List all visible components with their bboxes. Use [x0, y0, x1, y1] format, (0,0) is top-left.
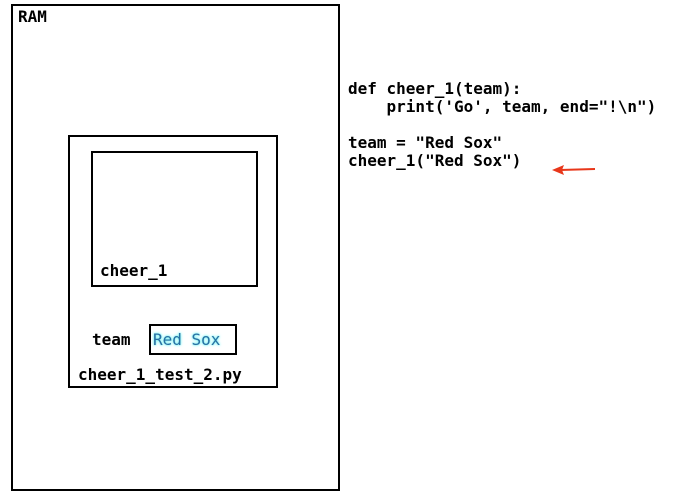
variable-name: team: [92, 330, 131, 349]
function-frame-box: [91, 151, 258, 287]
code-line-4: team = "Red Sox": [348, 133, 503, 152]
variable-value: Red Sox: [153, 330, 221, 349]
ram-label: RAM: [18, 7, 47, 26]
arrow-left-icon: [552, 165, 596, 175]
code-line-5: cheer_1("Red Sox"): [348, 151, 522, 170]
arrow-head: [552, 165, 564, 175]
code-line-3: [348, 116, 656, 134]
function-frame-label: cheer_1: [100, 261, 168, 280]
code-listing: def cheer_1(team): print('Go', team, end…: [348, 80, 656, 170]
variable-value-box: [149, 324, 237, 355]
arrow-shaft: [559, 168, 596, 171]
code-line-1: def cheer_1(team):: [348, 79, 522, 98]
module-label: cheer_1_test_2.py: [78, 365, 242, 384]
code-line-2: print('Go', team, end="!\n"): [348, 97, 657, 116]
